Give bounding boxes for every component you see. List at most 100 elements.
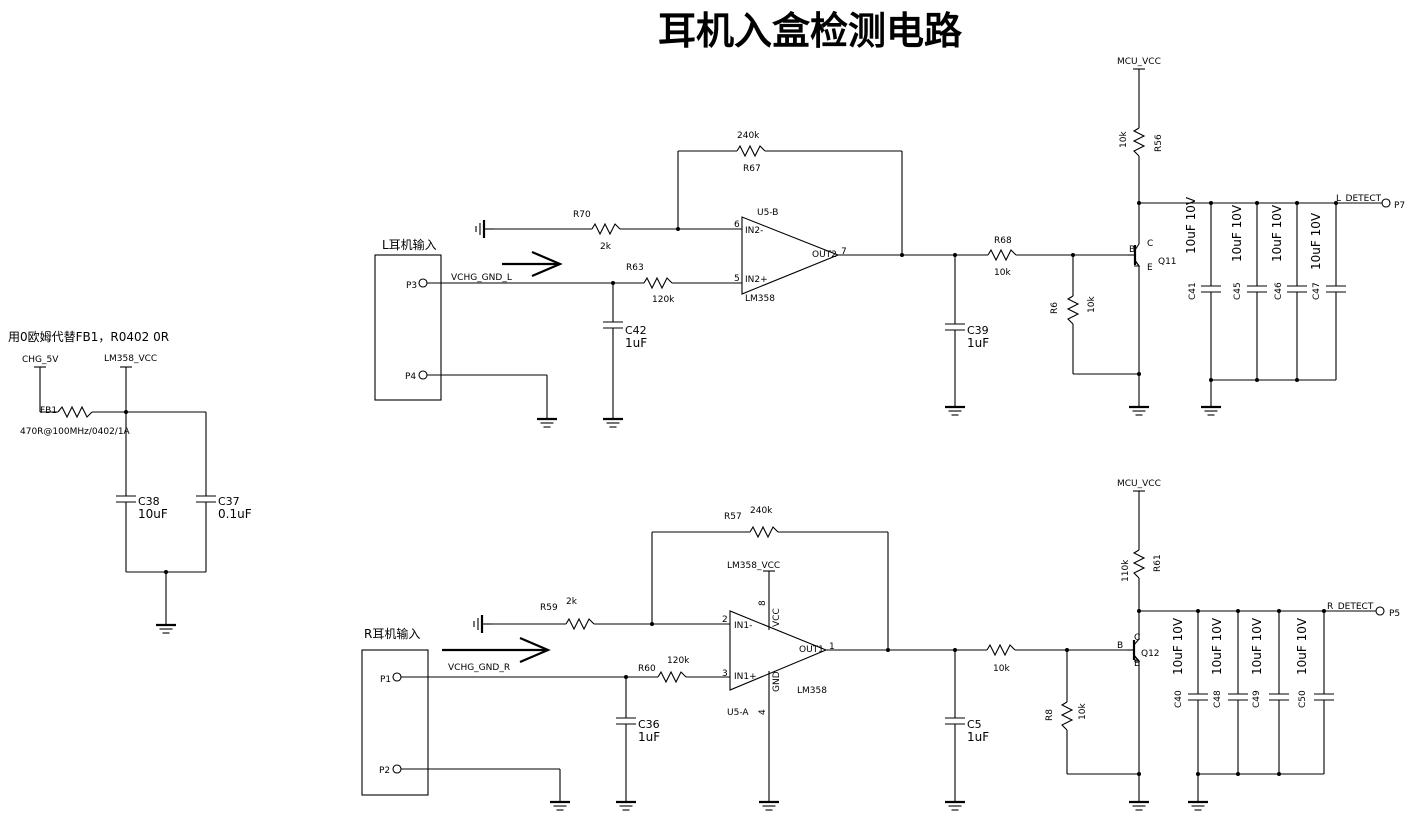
series-resistor-value: 10k bbox=[993, 664, 1010, 674]
u5a-in-neg-label: IN1- bbox=[734, 621, 752, 631]
ground-symbol bbox=[1199, 396, 1223, 417]
u5a-pin2: 2 bbox=[722, 615, 728, 625]
u5a-vcc-pin-label: VCC bbox=[772, 608, 782, 627]
vchg-gnd-r-net-label: VCHG_GND_R bbox=[448, 663, 510, 673]
ground-symbol bbox=[474, 218, 496, 240]
resistor-r61 bbox=[1133, 549, 1145, 579]
ground-symbol bbox=[943, 396, 967, 417]
resistor-r8 bbox=[1061, 701, 1073, 731]
r6-ref: R6 bbox=[1050, 302, 1060, 314]
ground-symbol bbox=[614, 791, 638, 812]
r60-value: 120k bbox=[667, 656, 690, 666]
c40-ref: C40 bbox=[1174, 690, 1184, 708]
c50-ref: C50 bbox=[1298, 690, 1308, 708]
r63-value: 120k bbox=[652, 295, 675, 305]
p3-label: P3 bbox=[406, 281, 417, 291]
p1-label: P1 bbox=[380, 675, 391, 685]
r-detect-net-label: R_DETECT bbox=[1327, 602, 1374, 612]
pin-p1 bbox=[392, 672, 402, 682]
q12-b: B bbox=[1117, 641, 1123, 651]
c47-ref: C47 bbox=[1312, 282, 1322, 300]
pin-p5 bbox=[1375, 606, 1385, 616]
ground-symbol bbox=[548, 791, 572, 812]
vchg-gnd-l-net-label: VCHG_GND_L bbox=[451, 273, 512, 283]
ground-symbol bbox=[1127, 396, 1151, 417]
l-detect-net-label: L_DETECT bbox=[1336, 194, 1382, 204]
opamp-u5a bbox=[729, 610, 828, 691]
r67-ref: R67 bbox=[743, 164, 761, 174]
c38-value: 10uF bbox=[138, 507, 168, 521]
ground-symbol bbox=[757, 791, 781, 812]
r8-ref: R8 bbox=[1045, 709, 1055, 721]
r61-value: 110k bbox=[1121, 559, 1131, 582]
ground-symbol bbox=[535, 408, 559, 429]
resistor-r68 bbox=[987, 249, 1017, 261]
r61-ref: R61 bbox=[1153, 554, 1163, 572]
resistor-r59 bbox=[565, 618, 595, 630]
c48-value: 10uF 10V bbox=[1210, 617, 1224, 675]
lm358-vcc-power-symbol bbox=[762, 570, 776, 581]
c36-ref: C36 bbox=[638, 718, 660, 731]
capacitor-c36 bbox=[615, 717, 637, 725]
q11-e: E bbox=[1147, 263, 1153, 273]
fb1-value: 470R@100MHz/0402/1A bbox=[20, 427, 131, 437]
capacitor-c37 bbox=[195, 495, 217, 503]
p2-label: P2 bbox=[379, 766, 390, 776]
pin-p2 bbox=[392, 764, 402, 774]
c50-value: 10uF 10V bbox=[1295, 617, 1309, 675]
u5b-pin7: 7 bbox=[841, 247, 847, 257]
q12-ref: Q12 bbox=[1141, 649, 1160, 659]
u5b-ref: U5-B bbox=[757, 208, 778, 218]
r70-value: 2k bbox=[600, 242, 612, 252]
r8-value: 10k bbox=[1078, 703, 1088, 720]
c41-value: 10uF 10V bbox=[1184, 196, 1198, 254]
u5b-pin5: 5 bbox=[734, 274, 740, 284]
c45-ref: C45 bbox=[1233, 282, 1243, 300]
p7-label: P7 bbox=[1394, 201, 1405, 211]
p5-label: P5 bbox=[1389, 609, 1400, 619]
capacitor-c40 bbox=[1187, 693, 1209, 701]
q11-c: C bbox=[1147, 239, 1153, 249]
capacitor-c48 bbox=[1227, 693, 1249, 701]
ferrite-bead-fb1 bbox=[57, 405, 93, 419]
c41-ref: C41 bbox=[1188, 282, 1198, 300]
c5-ref: C5 bbox=[967, 718, 982, 731]
q11-b: B bbox=[1129, 245, 1135, 255]
fb1-ref: FB1 bbox=[40, 406, 57, 416]
lm358-vcc-power-symbol bbox=[119, 366, 133, 377]
left-earphone-connector bbox=[374, 254, 442, 401]
resistor-r6 bbox=[1067, 295, 1079, 325]
right-channel-circuit: R耳机输入 P1 P2 VCHG_GND_R C36 1uF R60 120k … bbox=[361, 479, 1400, 812]
capacitor-c47 bbox=[1325, 285, 1347, 293]
resistor-r70 bbox=[591, 223, 621, 235]
chg-5v-power-symbol bbox=[33, 366, 47, 377]
r67-value: 240k bbox=[737, 131, 760, 141]
resistor-series-10k bbox=[986, 644, 1016, 656]
c36-value: 1uF bbox=[638, 730, 660, 744]
right-earphone-connector bbox=[361, 649, 429, 796]
r56-ref: R56 bbox=[1154, 134, 1164, 152]
c38-ref: C38 bbox=[138, 495, 160, 508]
c5-value: 1uF bbox=[967, 730, 989, 744]
resistor-r67 bbox=[736, 145, 766, 157]
u5a-pin8: 8 bbox=[758, 600, 768, 606]
mcu-vcc-label-bottom: MCU_VCC bbox=[1117, 479, 1161, 489]
left-connector-label: L耳机输入 bbox=[382, 237, 437, 252]
u5a-vcc-net-label: LM358_VCC bbox=[727, 561, 780, 571]
capacitor-c38 bbox=[115, 495, 137, 503]
r57-ref: R57 bbox=[724, 512, 742, 522]
opamp-u5b bbox=[741, 216, 840, 295]
c37-ref: C37 bbox=[218, 495, 240, 508]
c37-value: 0.1uF bbox=[218, 507, 252, 521]
capacitor-c5 bbox=[944, 717, 966, 725]
pin-p7 bbox=[1381, 198, 1391, 208]
c49-ref: C49 bbox=[1252, 690, 1262, 708]
c39-value: 1uF bbox=[967, 336, 989, 350]
c42-value: 1uF bbox=[625, 336, 647, 350]
capacitor-c39 bbox=[944, 323, 966, 331]
r6-value: 10k bbox=[1087, 296, 1097, 313]
mcu-vcc-label-top: MCU_VCC bbox=[1117, 57, 1161, 67]
power-filter-block: CHG_5V LM358_VCC FB1 470R@100MHz/0402/1A… bbox=[20, 354, 252, 635]
u5a-ref: U5-A bbox=[727, 708, 749, 718]
r68-ref: R68 bbox=[994, 236, 1012, 246]
